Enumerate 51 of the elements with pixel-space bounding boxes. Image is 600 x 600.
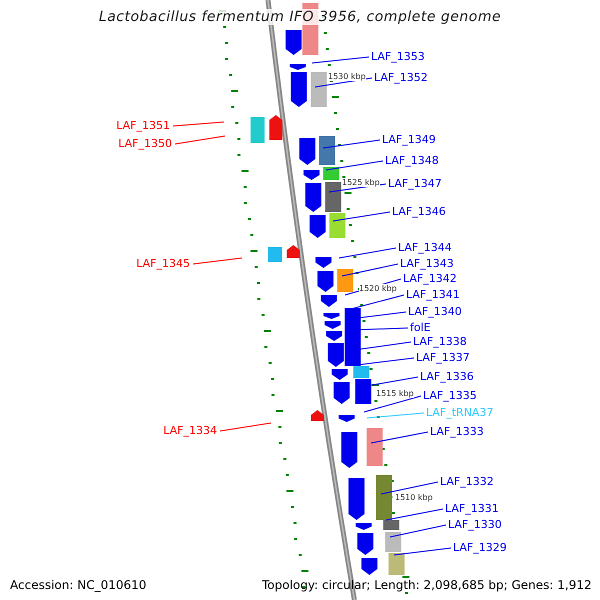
gene-label: LAF_tRNA37 (426, 406, 494, 420)
gene-label: folE (410, 321, 431, 335)
leader-line (380, 482, 438, 494)
leader-line (332, 212, 390, 222)
leader-line (338, 248, 396, 258)
scale-label: 1525 kbp (342, 178, 380, 187)
scale-label: 1520 kbp (359, 284, 397, 293)
scale-label: 1530 kbp (328, 72, 366, 81)
leader-line (386, 508, 444, 520)
gene-label: LAF_1335 (423, 389, 477, 403)
gene-label: LAF_1343 (400, 257, 454, 271)
gene-label: LAF_1347 (388, 177, 442, 191)
leader-line (364, 396, 422, 412)
leader-line (394, 548, 452, 556)
gene-label: LAF_1350 (118, 137, 172, 151)
gene-label: LAF_1345 (136, 257, 190, 271)
gene-label: LAF_1348 (385, 154, 439, 168)
leader-line (174, 136, 226, 144)
leader-line (220, 422, 272, 432)
scale-label: 1515 kbp (376, 389, 414, 398)
leader-line (192, 258, 242, 264)
leader-line (172, 122, 224, 126)
leader-line (366, 412, 424, 418)
footer-text: Topology: circular; Length: 2,098,685 bp; Genes: 1,912 (262, 578, 592, 592)
leader-line (326, 160, 384, 170)
gene-label: LAF_1336 (420, 370, 474, 384)
leader-line (342, 264, 398, 276)
footer-text: Accession: NC_010610 (10, 578, 146, 592)
gene-label: LAF_1342 (403, 272, 457, 286)
title: Lactobacillus fermentum IFO 3956, complete genome (98, 9, 502, 25)
gene-label: LAF_1349 (382, 133, 436, 147)
leader-line (370, 432, 428, 444)
gene-label: LAF_1329 (453, 541, 507, 555)
gene-label: LAF_1331 (445, 502, 499, 516)
gene-label: LAF_1340 (408, 305, 462, 319)
gene-label: LAF_1334 (163, 424, 217, 438)
gene-label: LAF_1338 (413, 335, 467, 349)
gene-label: LAF_1330 (448, 518, 502, 532)
gene-label: LAF_1337 (416, 351, 470, 365)
leader-line (390, 524, 446, 538)
gene-label: LAF_1351 (116, 119, 170, 133)
gene-label: LAF_1353 (371, 50, 425, 64)
leader-line (312, 56, 370, 64)
gene-label: LAF_1344 (398, 241, 452, 255)
gene-label: LAF_1341 (406, 288, 460, 302)
gene-label: LAF_1346 (392, 205, 446, 219)
scale-label: 1510 kbp (395, 493, 433, 502)
gene-label: LAF_1332 (440, 475, 494, 489)
leader-line (322, 140, 380, 148)
gene-label: LAF_1333 (430, 425, 484, 439)
gene-label: LAF_1352 (374, 71, 428, 85)
